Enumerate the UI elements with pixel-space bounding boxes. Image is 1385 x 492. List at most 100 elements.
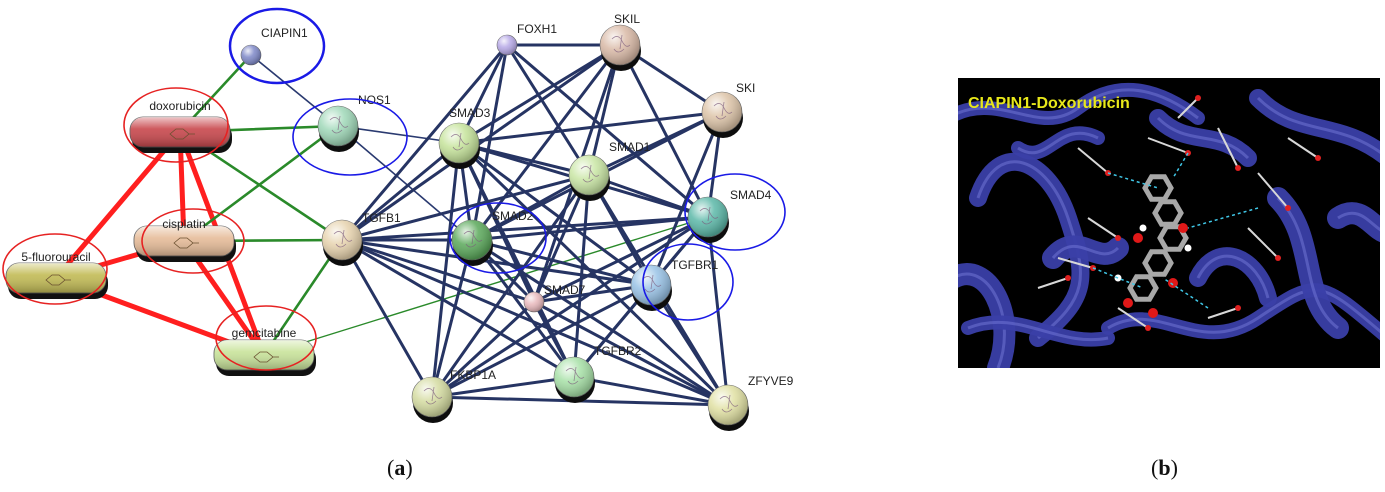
edge-SMAD4-SMAD7 <box>532 215 710 304</box>
node-label-5-fluorouracil: 5-fluorouracil <box>21 250 90 264</box>
node-label-gemcitabine: gemcitabine <box>232 326 297 340</box>
node-SKI[interactable]: SKI <box>701 81 755 138</box>
edge-FKBP1A-SMAD7 <box>430 300 536 399</box>
node-SKIL[interactable]: SKIL <box>599 12 641 71</box>
node-label-FOXH1: FOXH1 <box>517 22 557 36</box>
edge-FOXH1-SMAD1 <box>505 43 591 177</box>
edge-SMAD3-FKBP1A <box>430 141 461 399</box>
node-label-SKI: SKI <box>736 81 755 95</box>
edge-FOXH1-SMAD4 <box>505 43 710 219</box>
edge-SMAD1-TGFB1 <box>340 173 591 242</box>
node-label-CIAPIN1: CIAPIN1 <box>261 26 308 40</box>
edge-SKI-SMAD3 <box>457 110 724 145</box>
edge-TGFB1-SMAD7 <box>340 238 536 304</box>
node-TGFBR2[interactable]: TGFBR2 <box>553 344 642 403</box>
highlight-circle-cisplatin <box>141 208 245 274</box>
edge-SKIL-SMAD3 <box>457 43 622 145</box>
node-label-TGFBR1: TGFBR1 <box>671 258 719 272</box>
edge-SKI-TGFBR1 <box>649 110 724 287</box>
edge-cisplatin-NOS1 <box>182 124 340 243</box>
highlight-circle-TGFBR1 <box>642 243 734 321</box>
hydrogen-bond <box>1187 207 1259 229</box>
residue-stick <box>1217 127 1239 169</box>
edge-SKIL-SMAD2 <box>470 43 622 242</box>
highlight-circle-5-fluorouracil <box>2 233 108 305</box>
hydrogen-bond <box>1107 172 1159 189</box>
node-SMAD4[interactable]: SMAD4 <box>687 188 772 243</box>
node-label-TGFB1: TGFB1 <box>362 211 401 225</box>
node-label-SMAD2: SMAD2 <box>492 209 534 223</box>
node-label-cisplatin: cisplatin <box>162 217 205 231</box>
edge-SMAD3-TGFB1 <box>340 141 461 242</box>
node-SMAD1[interactable]: SMAD1 <box>568 140 651 201</box>
edge-doxorubicin-5-fluorouracil <box>53 129 183 281</box>
panel-b-caption: (b) <box>1151 455 1178 480</box>
node-CIAPIN1[interactable]: CIAPIN1 <box>240 26 308 66</box>
residue-stick <box>1257 172 1289 209</box>
residue-stick <box>1247 227 1279 259</box>
node-5-fluorouracil[interactable]: 5-fluorouracil <box>5 250 108 299</box>
residue-stick <box>1177 97 1199 119</box>
node-SMAD3[interactable]: SMAD3 <box>438 106 491 169</box>
edge-SMAD2-FKBP1A <box>430 238 474 399</box>
edge-TGFBR2-FKBP1A <box>430 375 576 399</box>
node-label-SKIL: SKIL <box>614 12 640 26</box>
edge-SKIL-SMAD4 <box>618 43 710 219</box>
hydrogen-bond <box>1172 152 1189 179</box>
edge-TGFB1-ZFYVE9 <box>340 238 730 407</box>
node-SMAD2[interactable]: SMAD2 <box>451 209 534 266</box>
node-ZFYVE9[interactable]: ZFYVE9 <box>707 374 794 431</box>
edge-TGFB1-TGFBR2 <box>340 238 576 379</box>
highlight-circle-SMAD2 <box>449 202 547 274</box>
edge-FOXH1-SMAD2 <box>470 43 509 242</box>
edge-SMAD2-TGFBR1 <box>470 238 653 287</box>
panel-a-caption: (a) <box>387 455 413 480</box>
node-TGFBR1[interactable]: TGFBR1 <box>630 258 719 311</box>
edge-FOXH1-TGFB1 <box>340 43 509 242</box>
residue-stick <box>1117 307 1149 329</box>
node-label-TGFBR2: TGFBR2 <box>594 344 642 358</box>
edge-TGFB1-TGFBR1 <box>340 238 653 287</box>
node-FOXH1[interactable]: FOXH1 <box>496 22 557 56</box>
edge-TGFBR1-FKBP1A <box>430 283 653 399</box>
node-TGFB1[interactable]: TGFB1 <box>321 211 401 266</box>
node-label-doxorubicin: doxorubicin <box>149 99 210 113</box>
node-gemcitabine[interactable]: gemcitabine <box>213 326 316 376</box>
highlight-circle-NOS1 <box>292 98 408 176</box>
node-label-SMAD4: SMAD4 <box>730 188 772 202</box>
node-label-NOS1: NOS1 <box>358 93 391 107</box>
node-label-ZFYVE9: ZFYVE9 <box>748 374 794 388</box>
node-SMAD7[interactable]: SMAD7 <box>523 283 586 313</box>
edge-TGFB1-FKBP1A <box>340 238 434 399</box>
docking-title: CIAPIN1-Doxorubicin <box>968 95 1130 112</box>
residue-stick <box>1207 307 1239 319</box>
edge-SMAD2-ZFYVE9 <box>470 238 730 407</box>
node-label-SMAD7: SMAD7 <box>544 283 586 297</box>
node-label-SMAD3: SMAD3 <box>449 106 491 120</box>
residue-stick <box>1037 277 1069 289</box>
edge-SMAD7-ZFYVE9 <box>532 300 730 407</box>
edge-SMAD1-FKBP1A <box>430 173 591 399</box>
ligand-molecule <box>1114 174 1192 318</box>
nodes-layer: CIAPIN1 FOXH1 SKIL SKI NOS1SMAD3SMAD1SMAD4TG… <box>2 7 794 431</box>
node-NOS1[interactable]: NOS1 <box>317 93 391 152</box>
highlight-circle-CIAPIN1 <box>228 7 326 85</box>
residue-stick <box>1087 217 1119 239</box>
node-FKBP1A[interactable]: FKBP1A <box>411 368 496 423</box>
node-cisplatin[interactable]: cisplatin <box>133 217 236 262</box>
docking-image: CIAPIN1-Doxorubicin <box>958 78 1380 368</box>
protein-ribbon <box>1011 126 1105 160</box>
node-label-FKBP1A: FKBP1A <box>450 368 496 382</box>
edge-TGFBR2-ZFYVE9 <box>572 375 730 407</box>
residue-stick <box>1287 137 1319 159</box>
edge-SMAD4-TGFB1 <box>340 215 710 242</box>
residue-stick <box>1077 147 1109 174</box>
residue-stick <box>1147 137 1189 154</box>
hydrogen-bond <box>1092 267 1144 289</box>
interaction-network: CIAPIN1 FOXH1 SKIL SKI NOS1SMAD3SMAD1SMAD4TG… <box>2 7 794 431</box>
highlight-circle-SMAD4 <box>684 173 786 251</box>
residue-stick <box>1057 257 1094 269</box>
edge-SKI-SMAD1 <box>587 110 724 177</box>
highlight-circle-gemcitabine <box>215 305 317 371</box>
node-doxorubicin[interactable]: doxorubicin <box>129 99 232 153</box>
